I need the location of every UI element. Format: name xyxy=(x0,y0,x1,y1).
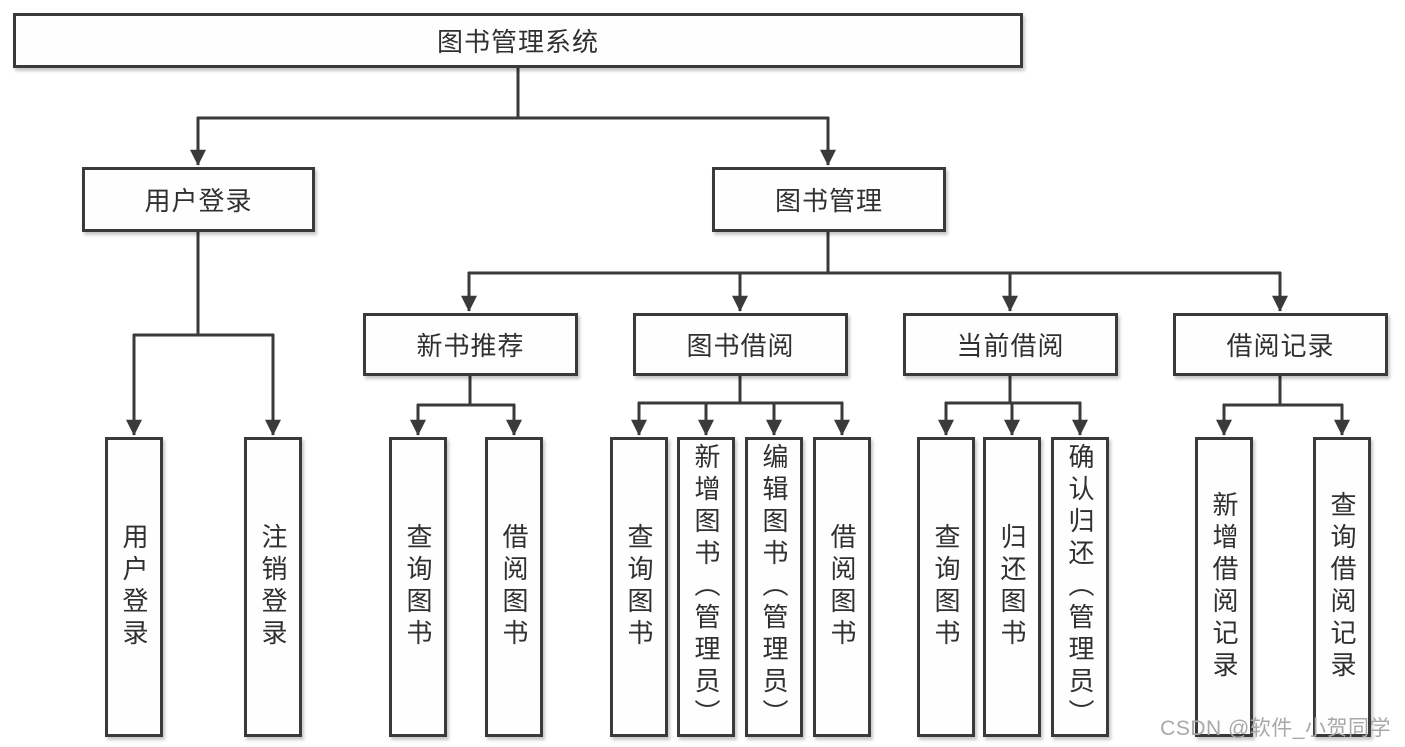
leaf-recommend-borrow-books: 借阅图书 xyxy=(485,437,543,737)
leaf-label: 查询图书 xyxy=(624,523,654,651)
leaf-current-query-books: 查询图书 xyxy=(917,437,975,737)
leaf-label: 归还图书 xyxy=(997,523,1027,651)
leaf-label: 编辑图书（管理员） xyxy=(759,443,789,731)
leaf-recommend-query-books: 查询图书 xyxy=(389,437,447,737)
leaf-borrow-edit-books-admin: 编辑图书（管理员） xyxy=(745,437,803,737)
leaf-current-return-books: 归还图书 xyxy=(983,437,1041,737)
leaf-label: 用户登录 xyxy=(119,523,149,651)
node-borrowing-records: 借阅记录 xyxy=(1173,313,1388,376)
leaf-current-confirm-return-admin: 确认归还（管理员） xyxy=(1051,437,1109,737)
leaf-label: 查询图书 xyxy=(931,523,961,651)
leaf-label: 确认归还（管理员） xyxy=(1065,443,1095,731)
leaf-borrow-borrow-books: 借阅图书 xyxy=(813,437,871,737)
leaf-label: 查询借阅记录 xyxy=(1327,491,1357,683)
node-new-book-recommendation: 新书推荐 xyxy=(363,313,578,376)
leaf-label: 新增借阅记录 xyxy=(1209,491,1239,683)
node-user-login: 用户登录 xyxy=(82,167,315,232)
watermark: CSDN @软件_小贺同学 xyxy=(1160,717,1391,740)
leaf-label: 借阅图书 xyxy=(499,523,529,651)
leaf-label: 注销登录 xyxy=(258,523,288,651)
leaf-logout: 注销登录 xyxy=(244,437,302,737)
leaf-label: 借阅图书 xyxy=(827,523,857,651)
leaf-label: 查询图书 xyxy=(403,523,433,651)
node-current-borrowing: 当前借阅 xyxy=(903,313,1118,376)
leaf-borrow-query-books: 查询图书 xyxy=(610,437,668,737)
node-library-system: 图书管理系统 xyxy=(13,13,1023,68)
node-book-management: 图书管理 xyxy=(712,167,946,232)
leaf-user-login: 用户登录 xyxy=(105,437,163,737)
leaf-records-add-record: 新增借阅记录 xyxy=(1195,437,1253,737)
node-book-borrowing: 图书借阅 xyxy=(633,313,848,376)
leaf-records-query-record: 查询借阅记录 xyxy=(1313,437,1371,737)
leaf-label: 新增图书（管理员） xyxy=(691,443,721,731)
leaf-borrow-add-books-admin: 新增图书（管理员） xyxy=(677,437,735,737)
